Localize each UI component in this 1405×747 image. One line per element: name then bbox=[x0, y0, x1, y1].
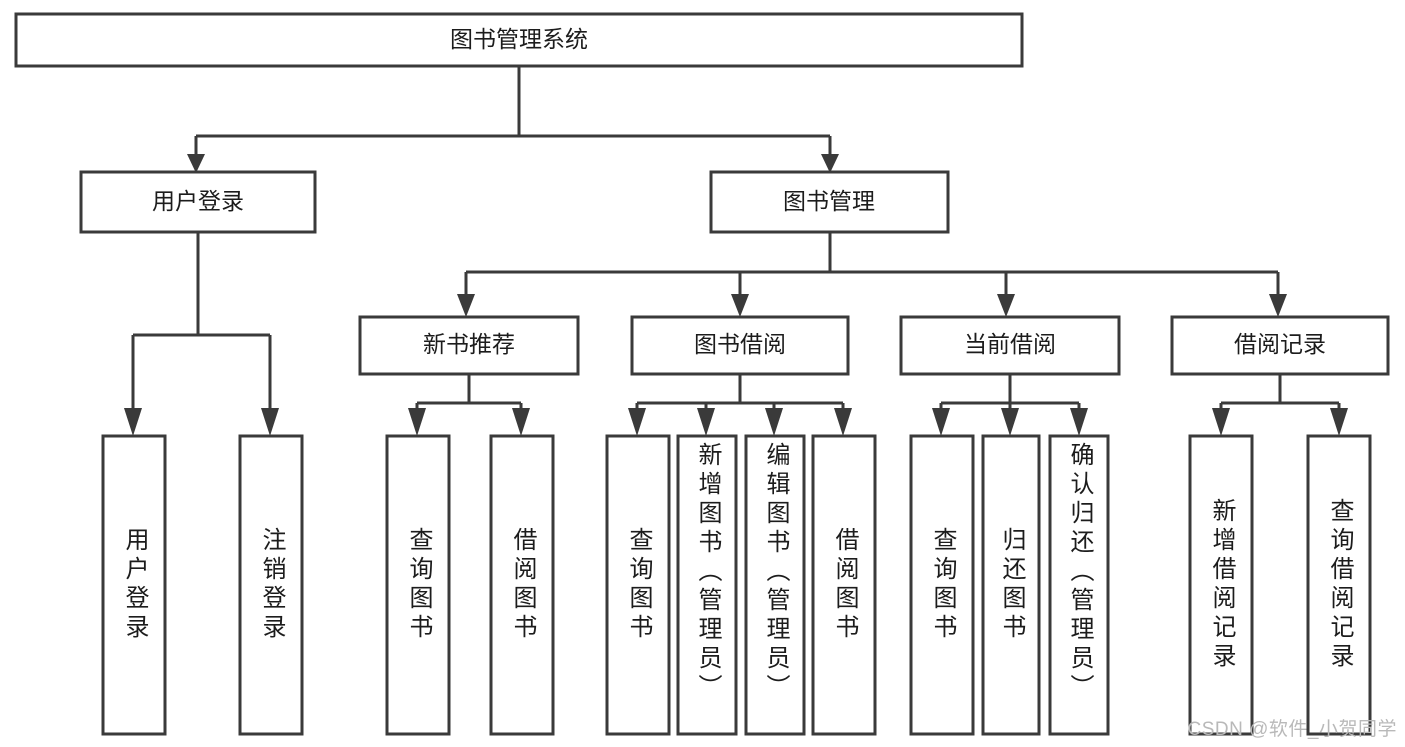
connector-user-login-to-leaves bbox=[124, 232, 279, 436]
node-book-borrow-box bbox=[630, 315, 850, 376]
node-current-borrow-label: 当前借阅 bbox=[964, 331, 1056, 357]
node-book-borrow-label: 图书借阅 bbox=[694, 331, 786, 357]
connector-new-book-to-leaves bbox=[408, 374, 530, 436]
arrow-head-leaf-return-book bbox=[1001, 408, 1019, 436]
leaf-user-logout-box[interactable] bbox=[238, 434, 304, 736]
arrow-head-leaf-user-logout bbox=[261, 408, 279, 436]
node-user-login-box bbox=[79, 170, 317, 234]
arrow-head-current-borrow bbox=[997, 294, 1015, 317]
arrow-head-leaf-query-book-3 bbox=[932, 408, 950, 436]
connector-root-to-level2 bbox=[187, 66, 839, 173]
arrow-head-leaf-confirm-return bbox=[1070, 408, 1088, 436]
arrow-head-leaf-user-login bbox=[124, 408, 142, 436]
csdn-watermark: CSDN @软件_小贺同学 bbox=[1187, 719, 1397, 740]
leaf-add-record-box[interactable] bbox=[1188, 434, 1254, 736]
arrow-head-borrow-record bbox=[1269, 294, 1287, 317]
leaf-return-book-box[interactable] bbox=[981, 434, 1041, 736]
arrow-head-leaf-query-record bbox=[1330, 408, 1348, 436]
leaf-query-book-3-box[interactable] bbox=[909, 434, 975, 736]
node-root[interactable]: 图书管理系统 bbox=[14, 12, 1024, 68]
node-borrow-record[interactable]: 借阅记录 bbox=[1170, 315, 1390, 376]
connector-current-borrow-to-leaves bbox=[932, 374, 1088, 436]
arrow-head-leaf-query-book-1 bbox=[408, 408, 426, 436]
node-book-borrow[interactable]: 图书借阅 bbox=[630, 315, 850, 376]
node-borrow-record-box bbox=[1170, 315, 1390, 376]
arrow-head-leaf-add-book bbox=[697, 408, 715, 436]
leaf-query-book-2-box[interactable] bbox=[605, 434, 671, 736]
node-user-login[interactable]: 用户登录 bbox=[79, 170, 317, 234]
leaf-boxes bbox=[101, 434, 1372, 736]
arrow-head-leaf-query-book-2 bbox=[628, 408, 646, 436]
leaf-edit-book-box[interactable] bbox=[744, 434, 806, 736]
node-book-manage-label: 图书管理 bbox=[783, 188, 875, 214]
leaf-query-record-box[interactable] bbox=[1306, 434, 1372, 736]
node-user-login-label: 用户登录 bbox=[152, 188, 244, 214]
connector-book-borrow-to-leaves bbox=[628, 374, 852, 436]
arrow-head-leaf-edit-book bbox=[765, 408, 783, 436]
arrow-head-book-borrow bbox=[731, 294, 749, 317]
arrow-head-leaf-borrow-book-2 bbox=[834, 408, 852, 436]
leaf-confirm-return-box[interactable] bbox=[1048, 434, 1110, 736]
leaf-borrow-book-1-box[interactable] bbox=[489, 434, 555, 736]
node-book-manage[interactable]: 图书管理 bbox=[709, 170, 950, 234]
node-current-borrow-box bbox=[899, 315, 1121, 376]
node-root-box bbox=[14, 12, 1024, 68]
arrow-head-leaf-add-record bbox=[1212, 408, 1230, 436]
node-new-book-recommend-box bbox=[358, 315, 580, 376]
node-new-book-recommend[interactable]: 新书推荐 bbox=[358, 315, 580, 376]
leaf-add-book-box[interactable] bbox=[676, 434, 738, 736]
arrow-head-leaf-borrow-book-1 bbox=[512, 408, 530, 436]
node-current-borrow[interactable]: 当前借阅 bbox=[899, 315, 1121, 376]
node-book-manage-box bbox=[709, 170, 950, 234]
arrow-head-book-manage bbox=[821, 154, 839, 173]
connector-book-manage-to-level3 bbox=[457, 232, 1287, 317]
arrow-head-new-book bbox=[457, 294, 475, 317]
leaf-user-login-box[interactable] bbox=[101, 434, 167, 736]
connector-borrow-record-to-leaves bbox=[1212, 374, 1348, 436]
leaf-query-book-1-box[interactable] bbox=[385, 434, 451, 736]
leaf-borrow-book-2-box[interactable] bbox=[811, 434, 877, 736]
arrow-head-user-login bbox=[187, 154, 205, 173]
node-root-label: 图书管理系统 bbox=[450, 26, 588, 52]
node-new-book-recommend-label: 新书推荐 bbox=[423, 331, 515, 357]
node-borrow-record-label: 借阅记录 bbox=[1234, 331, 1326, 357]
